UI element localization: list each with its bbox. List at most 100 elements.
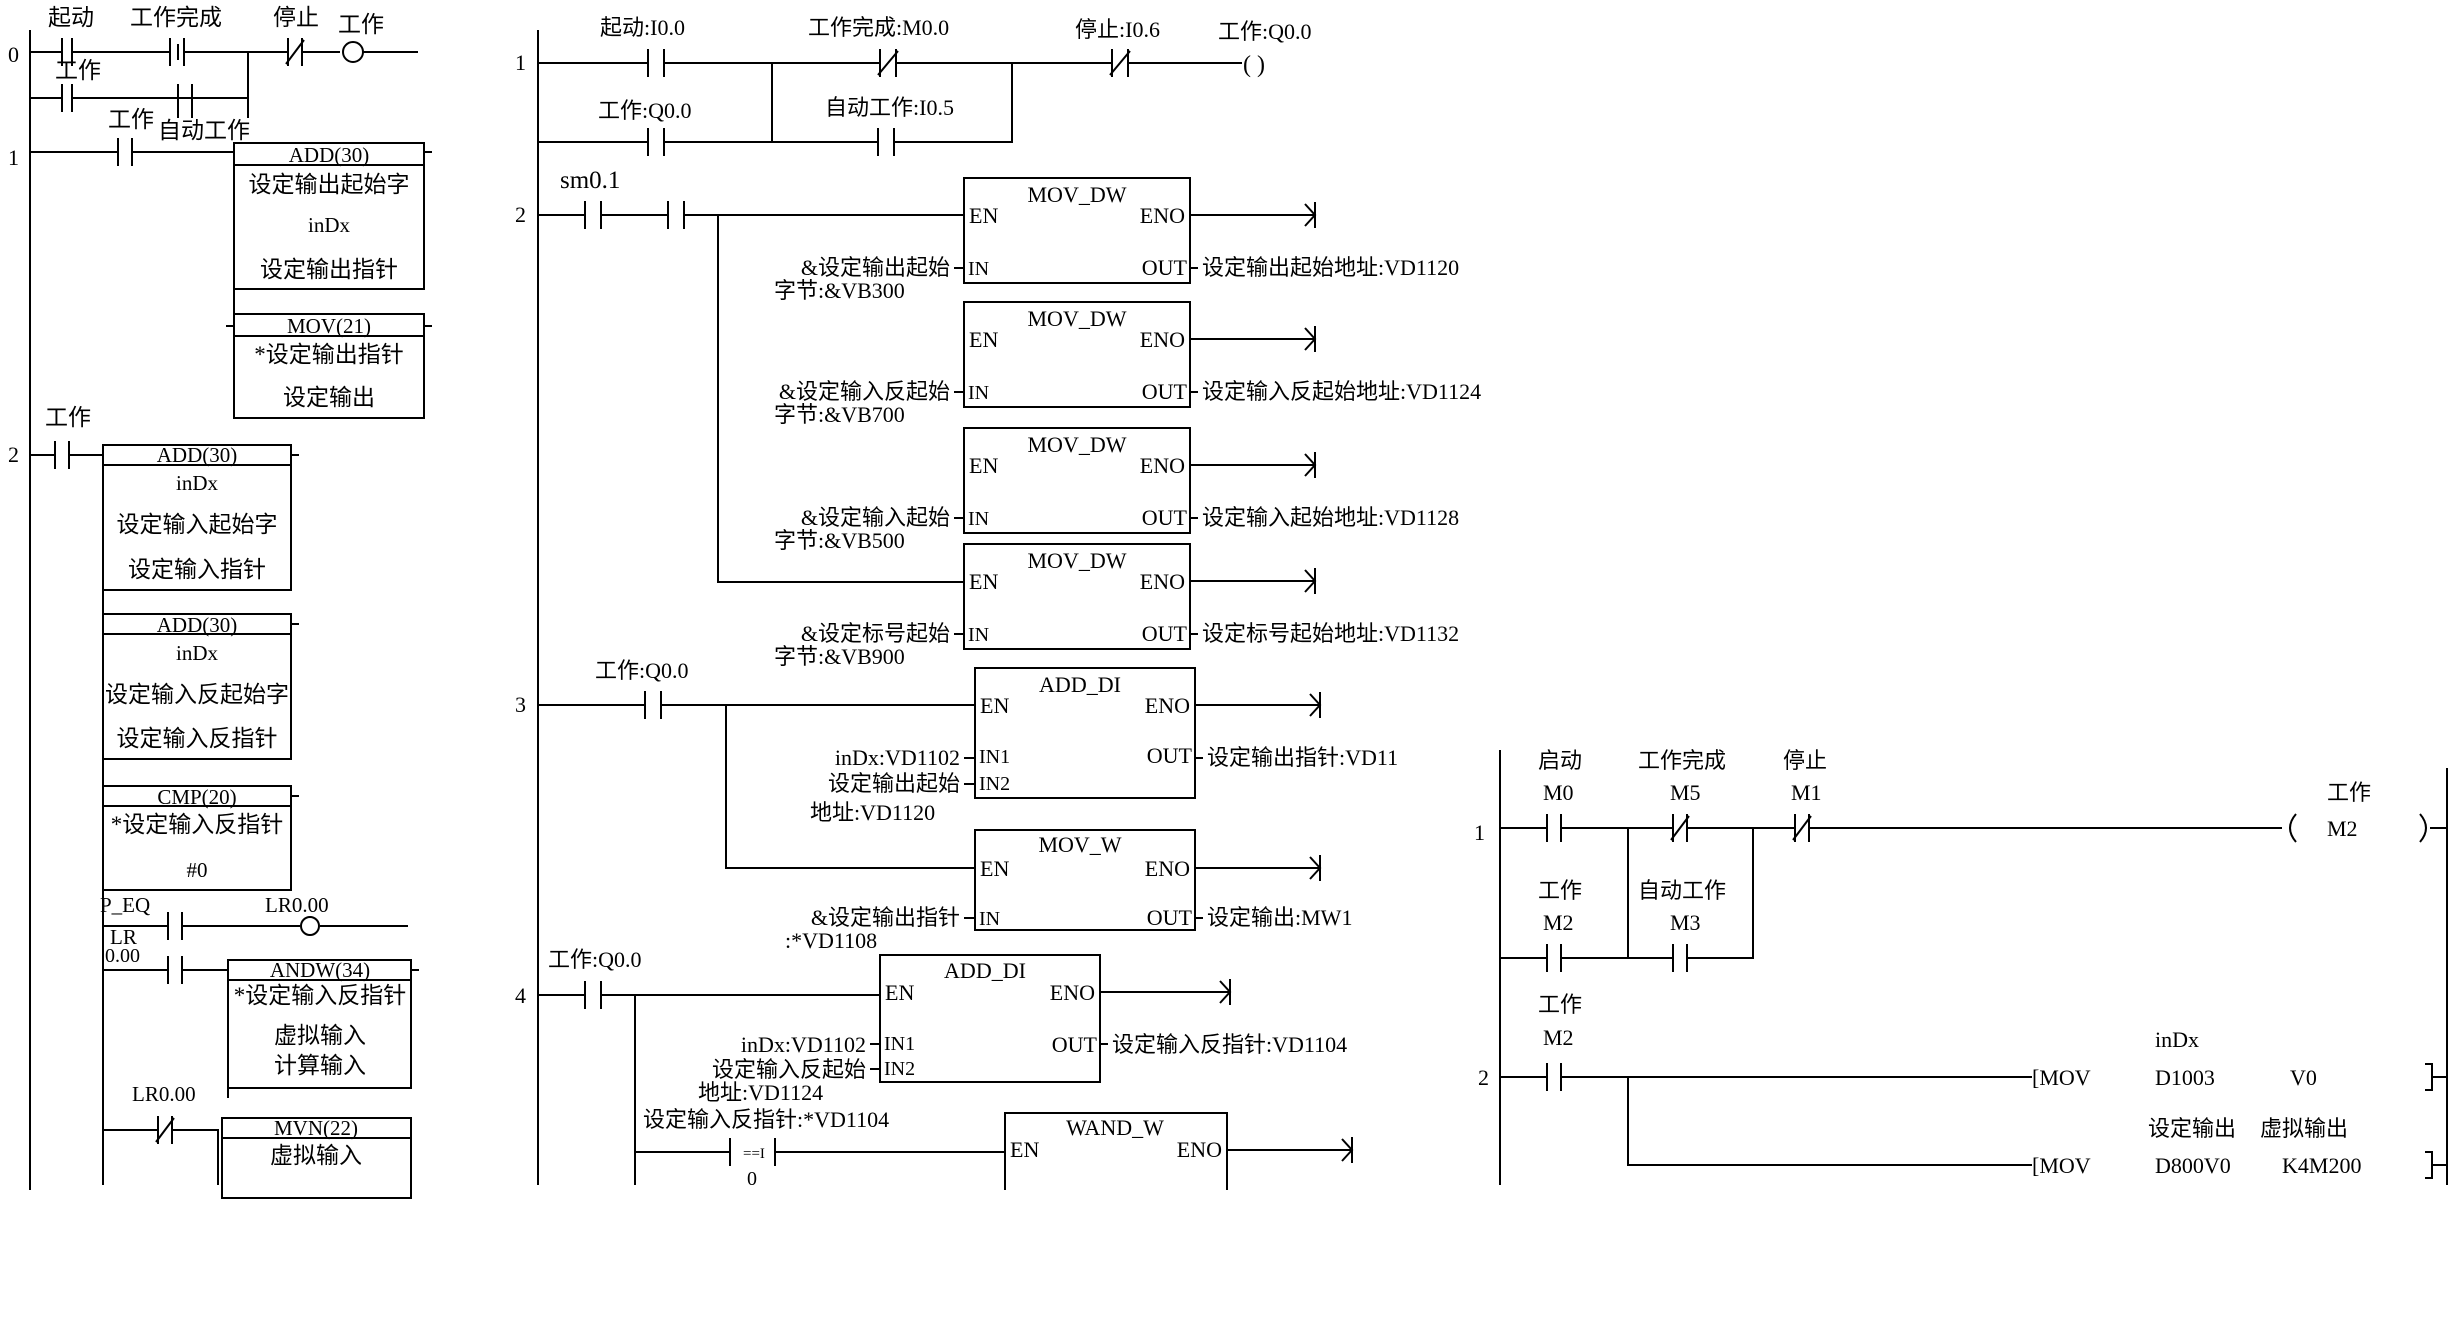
- svg-text:ENO: ENO: [1140, 327, 1185, 352]
- svg-text:OUT: OUT: [1052, 1032, 1098, 1057]
- lr-coil: [300, 916, 320, 936]
- panel-c: 1 启动 M0 工作完成 M5 停止 M1 工作 M2 工作 M2 自动工作 M…: [1474, 748, 2448, 1185]
- svg-text:设定输出指针: 设定输出指针: [260, 257, 398, 282]
- add-block: ADD(30) inDx 设定输入反起始字 设定输入反指针: [102, 613, 299, 760]
- svg-text:设定输入起始字: 设定输入起始字: [117, 512, 278, 537]
- work-coil: [342, 41, 364, 63]
- svg-text:IN: IN: [968, 258, 989, 280]
- svg-text:设定输出:MW1: 设定输出:MW1: [1207, 905, 1352, 930]
- panel-b: 1 起动:I0.0 工作完成:M0.0 停止:I0.6 工作:Q0.0 ( ) …: [515, 15, 1481, 1190]
- svg-text:OUT: OUT: [1142, 505, 1188, 530]
- work-label: 工作: [108, 107, 154, 132]
- svg-text:设定输出起始地址:VD1120: 设定输出起始地址:VD1120: [1202, 255, 1459, 280]
- rung-number: 2: [1478, 1065, 1489, 1090]
- svg-text:IN: IN: [968, 382, 989, 404]
- rung-number: 1: [515, 50, 526, 75]
- svg-text:ENO: ENO: [1050, 980, 1095, 1005]
- svg-text:工作: 工作: [2327, 780, 2371, 805]
- svg-text:[MOV: [MOV: [2032, 1153, 2091, 1178]
- svg-text:V0: V0: [2290, 1065, 2317, 1090]
- svg-text:EN: EN: [969, 203, 998, 228]
- svg-text:inDx:VD1102: inDx:VD1102: [835, 745, 960, 770]
- svg-text:M2: M2: [2327, 816, 2358, 841]
- svg-text:IN1: IN1: [979, 746, 1010, 768]
- q00-contact-label: 工作:Q0.0: [548, 947, 642, 972]
- svg-text:EN: EN: [969, 327, 998, 352]
- svg-text:设定输入指针: 设定输入指针: [128, 557, 266, 582]
- seal-label: 工作:Q0.0: [598, 98, 692, 123]
- coil-label: 工作:Q0.0: [1218, 19, 1312, 44]
- svg-text:设定输入反起始字: 设定输入反起始字: [105, 682, 289, 707]
- m2-seal-circuit: [1500, 828, 1754, 972]
- andw-block: ANDW(34) *设定输入反指针 虚拟输入 计算输入: [227, 958, 419, 1089]
- svg-text:设定输出指针:VD11: 设定输出指针:VD11: [1207, 745, 1398, 770]
- svg-text:EN: EN: [969, 569, 998, 594]
- svg-text:自动工作: 自动工作: [1638, 878, 1726, 903]
- svg-text:0.00: 0.00: [105, 945, 140, 967]
- svg-text:M2: M2: [1543, 1025, 1574, 1050]
- start-label: 起动: [48, 5, 94, 30]
- svg-text:MVN(22): MVN(22): [274, 1116, 358, 1140]
- svg-text:ADD(30): ADD(30): [157, 443, 237, 467]
- rung-number: 0: [8, 42, 19, 67]
- svg-text:OUT: OUT: [1142, 379, 1188, 404]
- mov-circuit: [1500, 1063, 2032, 1166]
- svg-text:inDx: inDx: [176, 471, 219, 495]
- svg-text:IN2: IN2: [979, 773, 1010, 795]
- wand-block: WAND_W EN ENO: [1004, 1112, 1354, 1190]
- svg-text:ENO: ENO: [1140, 203, 1185, 228]
- svg-text:P_EQ: P_EQ: [100, 893, 150, 917]
- svg-text:ENO: ENO: [1177, 1137, 1222, 1162]
- auto-label: 自动工作: [158, 118, 250, 143]
- svg-text:IN: IN: [979, 908, 1000, 930]
- auto-label: 自动工作:I0.5: [825, 95, 954, 120]
- svg-text:*设定输入反指针: *设定输入反指针: [234, 983, 407, 1008]
- svg-text:CMP(20): CMP(20): [157, 785, 236, 809]
- svg-text:地址:VD1124: 地址:VD1124: [698, 1080, 823, 1105]
- svg-text:&设定标号起始: &设定标号起始: [801, 621, 950, 646]
- svg-text:ADD_DI: ADD_DI: [944, 958, 1026, 983]
- add-di-block: ADD_DI EN ENO IN1 IN2 OUT inDx:VD1102 设定…: [810, 667, 1398, 825]
- svg-text:OUT: OUT: [1142, 255, 1188, 280]
- stop-label: 停止:I0.6: [1075, 17, 1160, 42]
- done-label: 工作完成: [130, 5, 222, 30]
- svg-text:设定输出起始: 设定输出起始: [828, 771, 960, 796]
- compare-symbol: ==I: [743, 1146, 765, 1162]
- svg-text:字节:&VB500: 字节:&VB500: [774, 528, 905, 553]
- panel-a: 0 起动 工作完成 停止 工作 工作 1 工作 自动工作 ADD(30) 设定输…: [8, 5, 432, 1199]
- svg-text:ADD(30): ADD(30): [289, 143, 369, 167]
- work-label: 工作: [45, 405, 91, 430]
- mov-w-block: MOV_W EN ENO IN OUT &设定输出指针 :*VD1108 设定输…: [785, 829, 1352, 953]
- svg-text:ENO: ENO: [1140, 453, 1185, 478]
- svg-text:D1003: D1003: [2155, 1065, 2215, 1090]
- svg-text:IN: IN: [968, 624, 989, 646]
- svg-text:ENO: ENO: [1145, 693, 1190, 718]
- svg-text:LR: LR: [110, 925, 137, 949]
- svg-text:LR0.00: LR0.00: [265, 893, 329, 917]
- q00-coil: ( ): [1243, 52, 1265, 78]
- add-block: ADD(30) inDx 设定输入起始字 设定输入指针: [102, 443, 299, 591]
- svg-text:EN: EN: [969, 453, 998, 478]
- svg-text:&设定输出指针: &设定输出指针: [811, 905, 960, 930]
- svg-text:设定输出: 设定输出: [283, 385, 375, 410]
- stop-label: 停止: [273, 5, 319, 30]
- coil-label: 工作: [338, 12, 384, 37]
- compare-label: 设定输入反指针:*VD1104: [643, 1107, 889, 1132]
- svg-text::*VD1108: :*VD1108: [785, 928, 877, 953]
- svg-text:设定标号起始地址:VD1132: 设定标号起始地址:VD1132: [1202, 621, 1459, 646]
- svg-text:M3: M3: [1670, 910, 1701, 935]
- svg-text:工作: 工作: [1538, 878, 1582, 903]
- svg-text:设定输入反起始地址:VD1124: 设定输入反起始地址:VD1124: [1202, 379, 1481, 404]
- mvn-block: MVN(22) 虚拟输入: [221, 1116, 412, 1199]
- done-label: 工作完成:M0.0: [808, 15, 949, 40]
- svg-text:D800V0: D800V0: [2155, 1153, 2231, 1178]
- svg-text:EN: EN: [980, 856, 1009, 881]
- q00-contact-label: 工作:Q0.0: [595, 658, 689, 683]
- svg-text:OUT: OUT: [1147, 905, 1193, 930]
- svg-text:K4M200: K4M200: [2282, 1153, 2361, 1178]
- svg-text:&设定输入反起始: &设定输入反起始: [779, 379, 950, 404]
- svg-text:EN: EN: [885, 980, 914, 1005]
